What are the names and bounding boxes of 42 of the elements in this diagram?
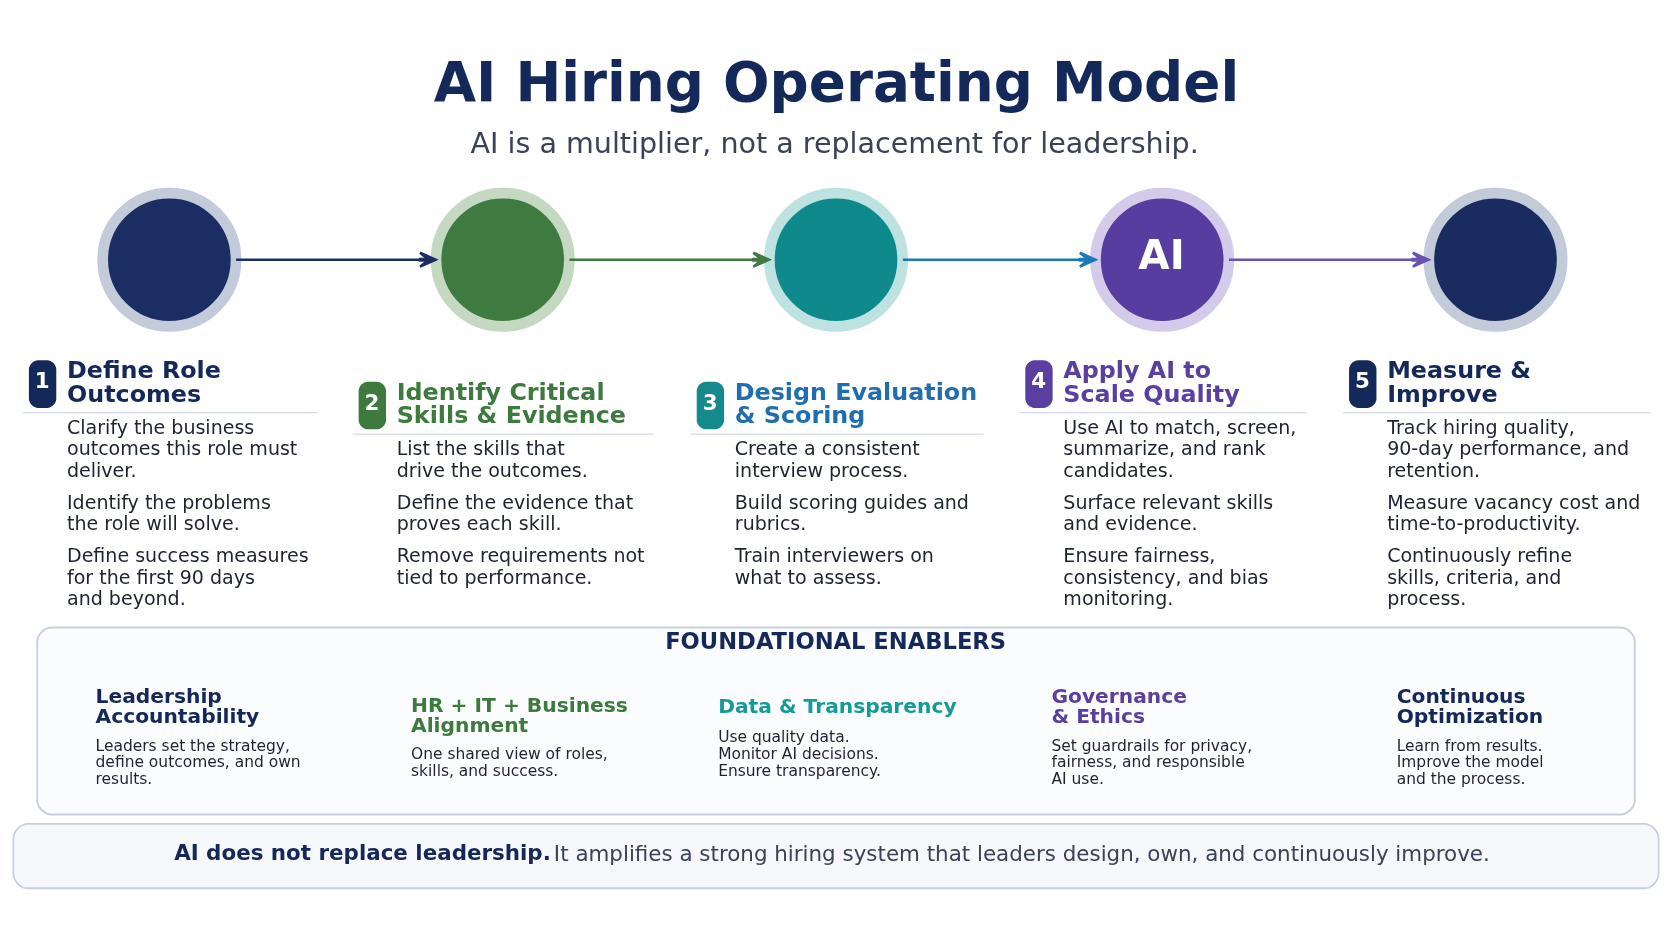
node-label: 2: [364, 389, 380, 415]
node-label: Build scoring guides and rubrics.: [734, 490, 969, 534]
node-text: Continuous Optimization Learn from results. Improve the model and the process.: [1396, 683, 1544, 788]
node-text: HR + IT + Business Alignment One shared view of roles, skills, and success.: [411, 692, 628, 780]
node-label: List the skills that drive the outcomes.: [396, 436, 588, 481]
diagram-title: AI Hiring Operating Model: [433, 49, 1240, 114]
node-circle: [764, 187, 908, 332]
node-label: Train interviewers on what to assess.: [734, 543, 934, 588]
arrow: [902, 250, 1097, 268]
arrow: [1228, 250, 1430, 268]
node-label: 4: [1031, 367, 1047, 393]
label: AI is a multiplier, not a replacement for leadership.: [470, 125, 1199, 160]
node-label: Create a consistent interview process.: [734, 436, 920, 481]
node-text: Leadership Accountability Leaders set the strategy, define outcomes, and own results.: [95, 683, 301, 788]
node-label: 1: [34, 367, 50, 393]
node-label: Track hiring quality, 90-day performance, and retention.: [1387, 415, 1630, 481]
node-label: Define Role Outcomes: [67, 355, 221, 408]
arrow: [236, 250, 437, 268]
node-circle: AI: [1090, 187, 1235, 332]
node-circle: [430, 187, 575, 332]
node-label: Identify the problems the role will solve.: [67, 490, 271, 534]
node-label: Use AI to match, screen, summarize, and rank candidates.: [1063, 415, 1297, 481]
node-label: Measure vacancy cost and time-to-productivity.: [1387, 490, 1641, 534]
node-label: 3: [702, 389, 718, 415]
node-label: Define the evidence that proves each skill.: [396, 490, 634, 534]
node-label: Identify Critical Skills & Evidence: [396, 377, 626, 429]
node-label: Ensure fairness, consistency, and bias monitoring.: [1063, 543, 1269, 609]
node-box: AI does not replace leadership.It amplifies a strong hiring system that leaders design, own, and continuously improve.: [12, 822, 1660, 889]
node-text: Data & Transparency Use quality data. Monitor AI decisions. Ensure transparency.: [718, 693, 957, 780]
node-label: 5: [1355, 367, 1370, 393]
node-circle: [97, 187, 242, 332]
node-label: Design Evaluation & Scoring: [734, 377, 978, 429]
node-label: Define success measures for the first 90 days and beyond.: [67, 543, 309, 609]
node-label: Measure & Improve: [1387, 355, 1532, 408]
node-label: Apply AI to Scale Quality: [1063, 355, 1240, 408]
node-label: Remove requirements not tied to performance.: [396, 543, 645, 588]
node-label: Clarify the business outcomes this role must deliver.: [67, 415, 298, 481]
node-text: Governance & Ethics Set guardrails for privacy, fairness, and responsible AI use.: [1051, 683, 1253, 788]
arrow: [569, 250, 771, 268]
node-label: Surface relevant skills and evidence.: [1063, 490, 1274, 534]
node-label: Continuously refine skills, criteria, and process.: [1387, 543, 1573, 609]
node-circle: [1423, 187, 1568, 332]
